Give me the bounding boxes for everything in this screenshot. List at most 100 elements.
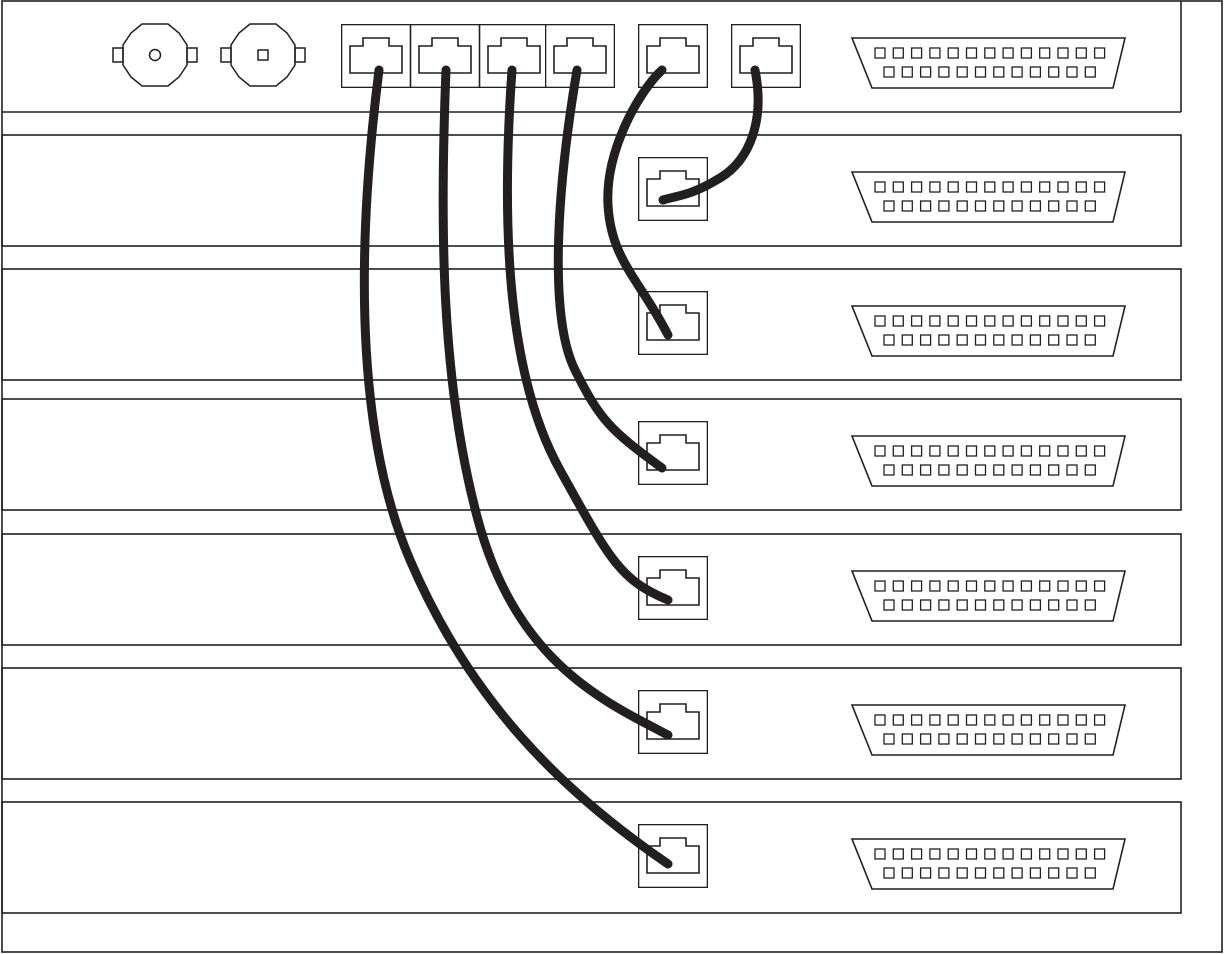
db25-shell [850, 570, 1127, 622]
db25-pin [1066, 599, 1078, 611]
device-panel [1, 268, 1182, 381]
db25-pin [965, 445, 978, 457]
db25-pin [956, 464, 968, 476]
db25-pin [1029, 66, 1042, 78]
network-cable [553, 65, 667, 473]
db25-pin [1029, 733, 1042, 745]
db25-pin [1093, 580, 1106, 592]
db25-pin [901, 733, 913, 745]
device-panel [1, 398, 1182, 511]
db25-pin [965, 181, 978, 193]
db25-pin [993, 599, 1005, 611]
db25-pin [874, 445, 886, 457]
db25-pin [947, 714, 959, 726]
db25-pin [874, 47, 886, 59]
db25-pin [910, 315, 923, 327]
db25-pin [1011, 733, 1023, 745]
db25-pin [1057, 580, 1069, 592]
db25-pin [1084, 200, 1096, 212]
db25-pin [1084, 867, 1096, 879]
db25-pin [1075, 848, 1087, 860]
db25-pin [1029, 867, 1042, 879]
device-panel-frame [1, 268, 1182, 381]
db25-pin [883, 334, 895, 346]
network-cable [603, 65, 673, 340]
db25-pin [1048, 733, 1060, 745]
db25-pin [1075, 445, 1087, 457]
db25-pin [1057, 714, 1069, 726]
db25-pin [1048, 464, 1060, 476]
db25-pin [974, 599, 987, 611]
db25-pin [1002, 580, 1014, 592]
db25-pin [892, 445, 904, 457]
db25-pin [947, 580, 959, 592]
db25-pin [1029, 464, 1042, 476]
db25-pin [1002, 848, 1014, 860]
db25-pin [965, 714, 978, 726]
db25-pin [901, 464, 913, 476]
db25-pin [1020, 315, 1033, 327]
db25-pin [874, 315, 886, 327]
db25-connector-icon [850, 171, 1127, 223]
hub-rj45-port-icon [731, 24, 801, 88]
db25-pin [965, 848, 978, 860]
db25-pin [1093, 315, 1106, 327]
bnc-center-pin [257, 49, 269, 61]
db25-pin [1084, 464, 1096, 476]
db25-pin [892, 714, 904, 726]
db25-connector-icon [850, 435, 1127, 487]
db25-pin [929, 445, 941, 457]
db25-pin [883, 464, 895, 476]
db25-pin [892, 315, 904, 327]
device-panel-frame [1, 398, 1182, 511]
db25-pin [1029, 599, 1042, 611]
db25-pin [910, 580, 923, 592]
device-panel-frame [1, 134, 1182, 247]
db25-pin [947, 848, 959, 860]
db25-pin [993, 867, 1005, 879]
db25-connector-icon [850, 37, 1127, 89]
db25-pin [1029, 334, 1042, 346]
db25-pin [938, 599, 950, 611]
db25-connector-icon [850, 570, 1127, 622]
db25-pin [901, 599, 913, 611]
device-layer [1, 134, 1182, 914]
db25-pin [1002, 315, 1014, 327]
db25-pin [1075, 181, 1087, 193]
db25-pin [929, 714, 941, 726]
db25-pin [883, 66, 895, 78]
db25-pin [974, 464, 987, 476]
db25-pin [1084, 334, 1096, 346]
db25-pin [892, 47, 904, 59]
db25-pin [1002, 47, 1014, 59]
db25-pin [974, 66, 987, 78]
device-panel-frame [1, 801, 1182, 914]
db25-pin [1011, 599, 1023, 611]
db25-pin [1039, 315, 1051, 327]
db25-pin [1020, 445, 1033, 457]
db25-pin [938, 200, 950, 212]
db25-shell [850, 704, 1127, 756]
db25-pin [1048, 200, 1060, 212]
db25-pin [993, 200, 1005, 212]
db25-pin [974, 733, 987, 745]
db25-pin [1057, 315, 1069, 327]
db25-pin [1093, 445, 1106, 457]
db25-pin [956, 599, 968, 611]
db25-pin [874, 848, 886, 860]
db25-pin [1066, 334, 1078, 346]
db25-pin [974, 867, 987, 879]
db25-pin [1084, 599, 1096, 611]
db25-pin [1075, 315, 1087, 327]
db25-connector-icon [850, 704, 1127, 756]
db25-pin [919, 867, 932, 879]
db25-pin [1057, 181, 1069, 193]
db25-pin [1093, 181, 1106, 193]
db25-pin [993, 464, 1005, 476]
db25-pin [892, 580, 904, 592]
db25-shell [850, 838, 1127, 890]
db25-pin [929, 315, 941, 327]
db25-pin [919, 200, 932, 212]
